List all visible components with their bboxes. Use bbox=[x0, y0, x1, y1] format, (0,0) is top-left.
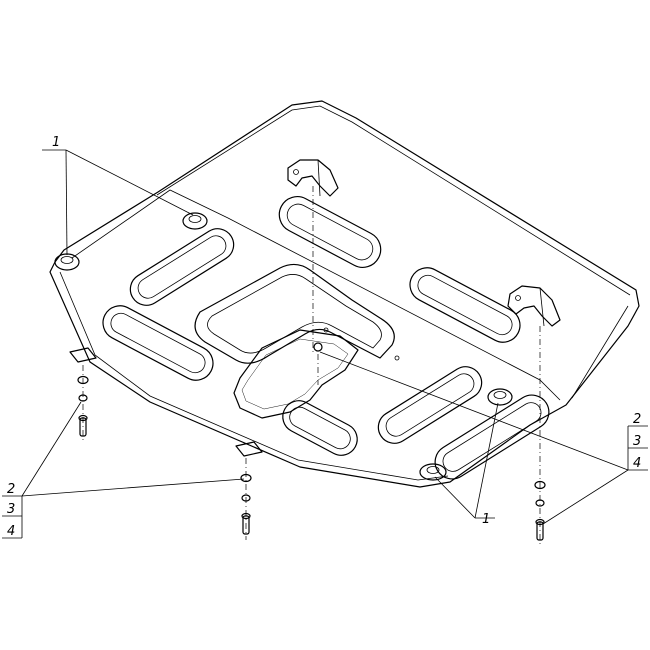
skid-plate bbox=[49, 100, 640, 488]
mount-boss-top-left bbox=[182, 212, 208, 230]
mount-boss-bottom bbox=[419, 463, 447, 481]
callout-2-left: 2 bbox=[7, 482, 15, 497]
mount-tab-bottom bbox=[235, 441, 263, 457]
callout-4-right: 4 bbox=[633, 456, 641, 471]
callout-1-top-left: 1 bbox=[52, 135, 60, 150]
mount-tab-left bbox=[69, 347, 97, 363]
mount-boss-front-left bbox=[54, 253, 80, 271]
callout-2-right: 2 bbox=[633, 412, 641, 427]
fastener-stack-right bbox=[534, 480, 546, 541]
callout-4-left: 4 bbox=[7, 524, 15, 539]
callout-3-right: 3 bbox=[633, 434, 641, 449]
callout-1-bottom-right: 1 bbox=[482, 512, 490, 527]
bracket-right bbox=[507, 285, 561, 327]
mount-boss-right bbox=[487, 388, 513, 406]
plate-stamped-slots bbox=[102, 196, 550, 480]
callout-3-left: 3 bbox=[7, 502, 15, 517]
center-lines bbox=[82, 186, 541, 545]
fastener-stack-left bbox=[77, 375, 89, 437]
fastener-stack-bottom bbox=[240, 473, 252, 535]
bracket-top-center bbox=[287, 159, 339, 197]
leader-lines bbox=[2, 149, 648, 539]
